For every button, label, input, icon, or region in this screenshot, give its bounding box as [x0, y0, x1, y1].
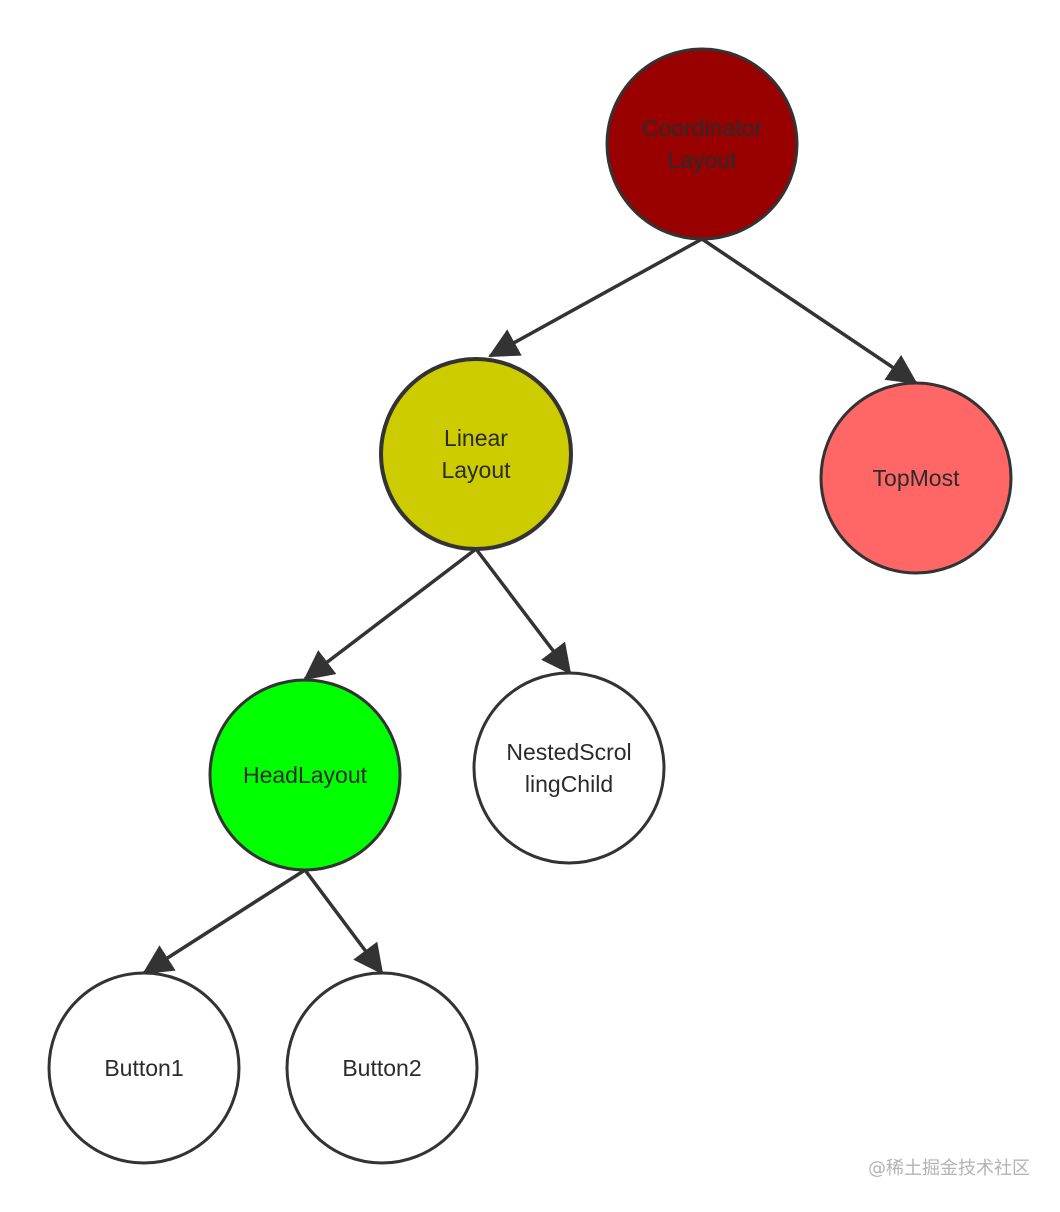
node-circle-coordinator: [605, 47, 799, 241]
node-circle-button2: [285, 971, 479, 1165]
edge-headlayout-button2: [303, 868, 384, 975]
edge-linear-nested: [474, 547, 572, 675]
node-button2: Button2: [285, 971, 479, 1165]
node-headlayout: HeadLayout: [208, 678, 402, 872]
edge-coordinator-topmost: [701, 237, 918, 385]
node-circle-topmost: [819, 381, 1013, 575]
node-label-headlayout-0: HeadLayout: [243, 762, 368, 788]
node-nested: NestedScrol lingChild: [472, 671, 666, 865]
node-label-button2-0: Button2: [342, 1055, 421, 1081]
node-button1: Button1: [47, 971, 241, 1165]
node-label-topmost-0: TopMost: [873, 465, 961, 491]
node-label-linear-1: Layout: [441, 457, 511, 483]
node-label-coordinator-1: Layout: [667, 147, 737, 173]
node-label-linear-0: Linear: [444, 425, 508, 451]
node-label-nested-0: NestedScrol: [506, 739, 631, 765]
node-circle-nested: [472, 671, 666, 865]
edge-linear-headlayout: [303, 547, 478, 681]
edge-coordinator-linear: [488, 237, 703, 358]
watermark-text: @稀土掘金技术社区: [868, 1158, 1030, 1179]
node-label-button1-0: Button1: [104, 1055, 183, 1081]
node-circle-headlayout: [208, 678, 402, 872]
node-circle-button1: [47, 971, 241, 1165]
edges: [142, 237, 918, 975]
node-circle-linear: [379, 357, 573, 551]
node-label-nested-1: lingChild: [525, 771, 613, 797]
edge-headlayout-button1: [142, 868, 306, 975]
node-label-coordinator-0: Coordinator: [642, 115, 763, 141]
node-topmost: TopMost: [819, 381, 1013, 575]
